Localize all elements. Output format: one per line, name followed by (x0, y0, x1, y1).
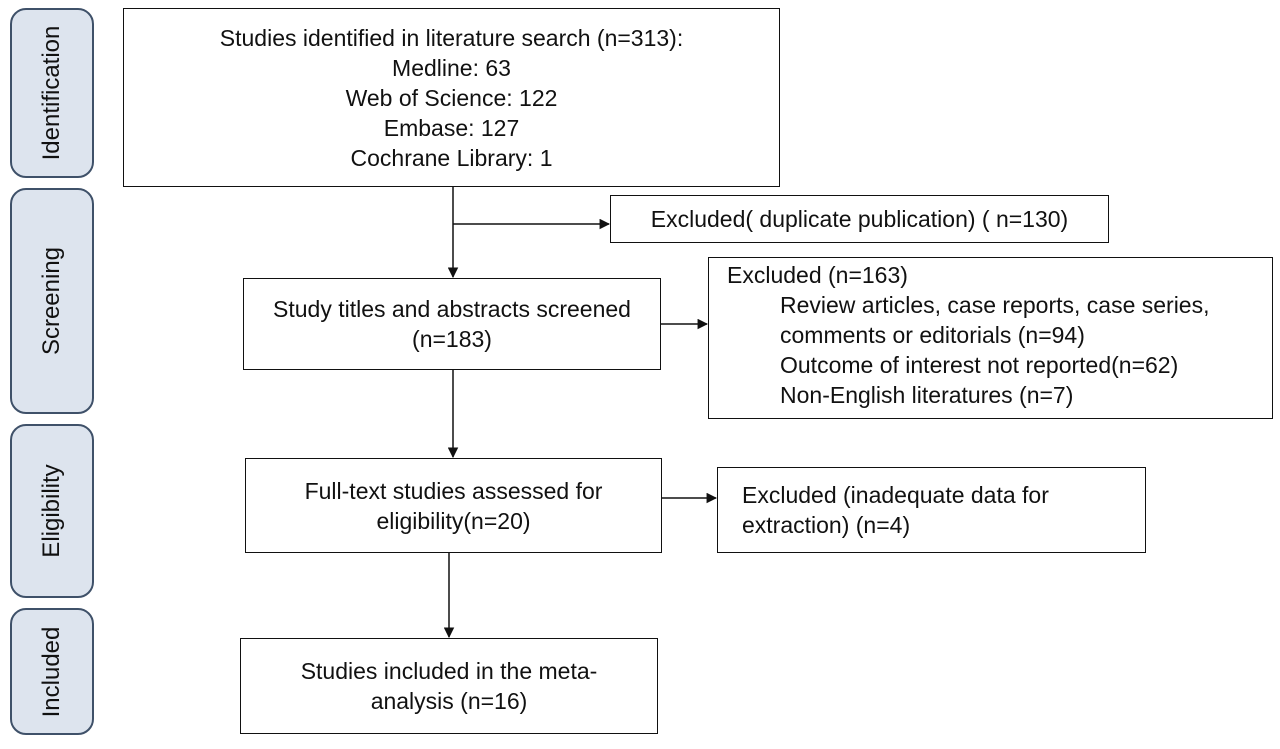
included-line2: analysis (n=16) (370, 688, 528, 714)
stage-identification-label: Identification (38, 25, 65, 161)
stage-screening-label: Screening (38, 246, 65, 356)
screened-box: Study titles and abstracts screened (n=1… (243, 278, 661, 370)
identified-medline: Medline: 63 (392, 54, 511, 81)
excluded-duplicates-box: Excluded( duplicate publication) ( n=130… (610, 195, 1109, 243)
included-line1: Studies included in the meta- (300, 658, 598, 684)
excluded-screening-item1-line2: comments or editorials (n=94) (780, 322, 1085, 348)
fulltext-line1: Full-text studies assessed for (304, 477, 603, 504)
stage-screening: Screening (10, 188, 94, 414)
excluded-screening-item1-line1: Review articles, case reports, case seri… (780, 292, 1210, 318)
identified-cochrane: Cochrane Library: 1 (350, 144, 553, 171)
excluded-fulltext-box: Excluded (inadequate data for extraction… (717, 467, 1146, 553)
excluded-screening-title: Excluded (n=163) (727, 262, 908, 288)
excluded-screening-item3: Non-English literatures (n=7) (780, 382, 1074, 408)
fulltext-box: Full-text studies assessed for eligibili… (245, 458, 662, 553)
stage-included: Included (10, 608, 94, 735)
screened-line1: Study titles and abstracts screened (273, 296, 631, 322)
excluded-fulltext-line2: extraction) (n=4) (742, 512, 911, 538)
excluded-duplicates-text: Excluded( duplicate publication) ( n=130… (650, 206, 1069, 232)
identified-embase: Embase: 127 (383, 114, 520, 141)
excluded-fulltext-line1: Excluded (inadequate data for (742, 482, 1049, 508)
screened-line2: (n=183) (412, 326, 492, 352)
stage-eligibility-label: Eligibility (38, 464, 65, 558)
stage-identification: Identification (10, 8, 94, 178)
fulltext-line2: eligibility(n=20) (376, 507, 531, 534)
included-box: Studies included in the meta- analysis (… (240, 638, 658, 734)
identified-title: Studies identified in literature search … (219, 24, 684, 51)
excluded-screening-item2: Outcome of interest not reported(n=62) (780, 352, 1179, 378)
identified-box: Studies identified in literature search … (123, 8, 780, 187)
identified-wos: Web of Science: 122 (345, 84, 558, 111)
excluded-screening-box: Excluded (n=163) Review articles, case r… (708, 257, 1273, 419)
stage-included-label: Included (38, 626, 65, 717)
stage-eligibility: Eligibility (10, 424, 94, 598)
